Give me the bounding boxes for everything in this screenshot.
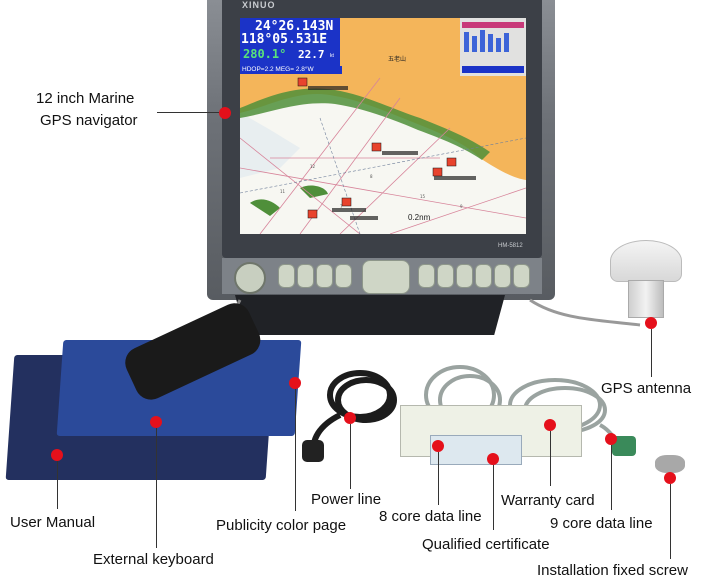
latitude-readout: 24°26.143N [255,19,334,34]
brand-logo: XINUO [242,0,276,10]
eight-core-label: 8 core data line [379,508,482,525]
qualified-certificate-paper [430,435,522,465]
nine-core-leader-line [611,445,612,510]
warranty-marker [544,419,556,431]
publicity-marker [289,377,301,389]
external-keyboard-label: External keyboard [93,551,214,568]
longitude-readout: 118°05.531E [241,32,328,47]
navigator-leader-line [157,112,219,113]
installation-screws [655,455,685,473]
scale-label: 0.2nm [408,213,431,222]
gps-antenna-dome [610,240,682,282]
control-keypad [222,258,542,294]
publicity-page-label: Publicity color page [216,517,347,534]
hdop-readout: HDOP=2.2 MEG= 2.8°W [240,66,342,74]
keyboard-leader-line [156,428,157,548]
screw-marker [664,472,676,484]
manual-leader-line [57,461,58,509]
svg-text:8: 8 [370,174,373,179]
speed-unit: kt [330,53,334,59]
keypad-button[interactable] [494,264,511,288]
certificate-marker [487,453,499,465]
gps-antenna-label: GPS antenna [601,380,692,397]
manual-marker [51,449,63,461]
map-place-label: 五老山 [388,57,407,63]
keypad-button[interactable] [513,264,530,288]
rotary-knob[interactable] [234,262,266,294]
navigator-label-line1: 12 inch Marine [36,90,135,107]
power-connector [302,440,324,462]
svg-text:15: 15 [420,194,426,199]
mounting-bracket [235,295,505,335]
nine-core-connector [612,436,636,456]
gps-antenna-mount [628,280,664,318]
publicity-leader-line [295,389,296,511]
nautical-chart-map: 12 8 15 9 7 11 [240,18,526,234]
antenna-leader-line [651,329,652,377]
eight-core-marker [432,440,444,452]
direction-pad[interactable] [362,260,410,294]
eight-core-leader-line [438,452,439,505]
keyboard-marker [150,416,162,428]
installation-screw-label: Installation fixed screw [537,562,688,579]
nine-core-label: 9 core data line [550,515,653,532]
screw-leader-line [670,484,671,559]
svg-text:9: 9 [460,204,463,209]
power-line-label: Power line [311,491,382,508]
svg-text:12: 12 [310,164,316,169]
warranty-card-label: Warranty card [501,492,595,509]
svg-text:7: 7 [340,204,343,209]
navigator-label-line2: GPS navigator [40,112,138,129]
keypad-button[interactable] [297,264,314,288]
power-line-leader-line [350,424,351,489]
keypad-button[interactable] [475,264,492,288]
speed-readout: 22.7 [298,48,325,61]
qualified-certificate-label: Qualified certificate [422,536,550,553]
user-manual-label: User Manual [10,514,96,531]
course-readout: 280.1° [243,47,287,61]
navigator-marker [219,107,231,119]
antenna-marker [645,317,657,329]
model-label: HM-5812 [498,243,523,249]
keypad-button[interactable] [278,264,295,288]
svg-text:11: 11 [280,189,286,194]
keypad-button[interactable] [335,264,352,288]
warranty-leader-line [550,431,551,486]
keypad-button[interactable] [437,264,454,288]
keypad-button[interactable] [456,264,473,288]
certificate-leader-line [493,465,494,530]
nine-core-marker [605,433,617,445]
power-line-marker [344,412,356,424]
keypad-button[interactable] [316,264,333,288]
keypad-button[interactable] [418,264,435,288]
position-info-panel: 24°26.143N 118°05.531E 280.1° 22.7 kt [240,18,340,66]
